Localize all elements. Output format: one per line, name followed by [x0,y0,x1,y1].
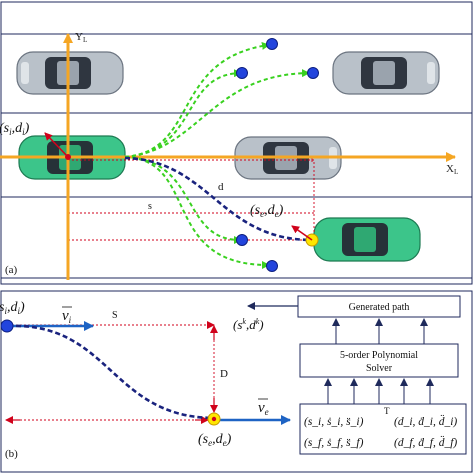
output-state-label: (sk,dk) [233,317,264,332]
start-state-label: si,di) [0,300,25,316]
car-icon [332,51,440,95]
panel-a-border [0,1,473,285]
target-point [266,38,278,50]
target-point [236,67,248,79]
distance-s-label: s [148,201,152,212]
start-state-label: (si,di) [0,121,30,137]
panel-b-border [0,290,473,473]
end-state-label: (se,de) [198,432,232,448]
reference-lines [68,159,315,241]
distance-s-label: S [112,310,118,321]
final-s-conditions: (s_f, ṡ_f, s̈_f) [304,437,364,449]
target-point [266,260,278,272]
distance-d-label: D [220,368,228,380]
panel-b: Generated path 5-order Polynomial Solver… [0,290,473,473]
end-point-center [211,416,217,422]
x-axis-label: XL [446,163,458,176]
panel-b-label: (b) [5,448,18,460]
final-d-conditions: (d_f, ḋ_f, d̈_f) [394,435,457,449]
candidate-paths [124,41,310,269]
end-state-arrow [291,225,313,241]
velocity-e-label: ve [258,400,269,417]
start-point [0,319,14,333]
target-car-icon [313,217,421,262]
initial-s-conditions: (s_i, ṡ_i, s̈_i) [304,416,364,428]
distance-d-label: d [218,181,224,193]
panel-a: YL XL (si,di) (se,de) s d (a) [0,1,473,285]
target-point [307,67,319,79]
car-icon [16,51,124,95]
panel-a-label: (a) [5,264,18,276]
time-label: T [384,406,390,416]
solver-box-line2: Solver [366,363,393,374]
y-axis-label: YL [75,31,87,44]
initial-d-conditions: (d_i, ḋ_i, d̈_i) [394,414,457,428]
generated-path-box-label: Generated path [349,302,410,313]
velocity-i-label: vi [62,308,72,325]
end-state-label: (se,de) [250,203,284,219]
reference-lines [8,324,215,421]
boundary-conditions-box [299,403,467,455]
start-state-arrow [44,132,69,158]
generated-path-box [297,295,461,318]
target-point [236,234,248,246]
chosen-path [124,156,313,242]
planned-path [7,324,213,420]
solver-box-line1: 5-order Polynomial [340,350,418,361]
